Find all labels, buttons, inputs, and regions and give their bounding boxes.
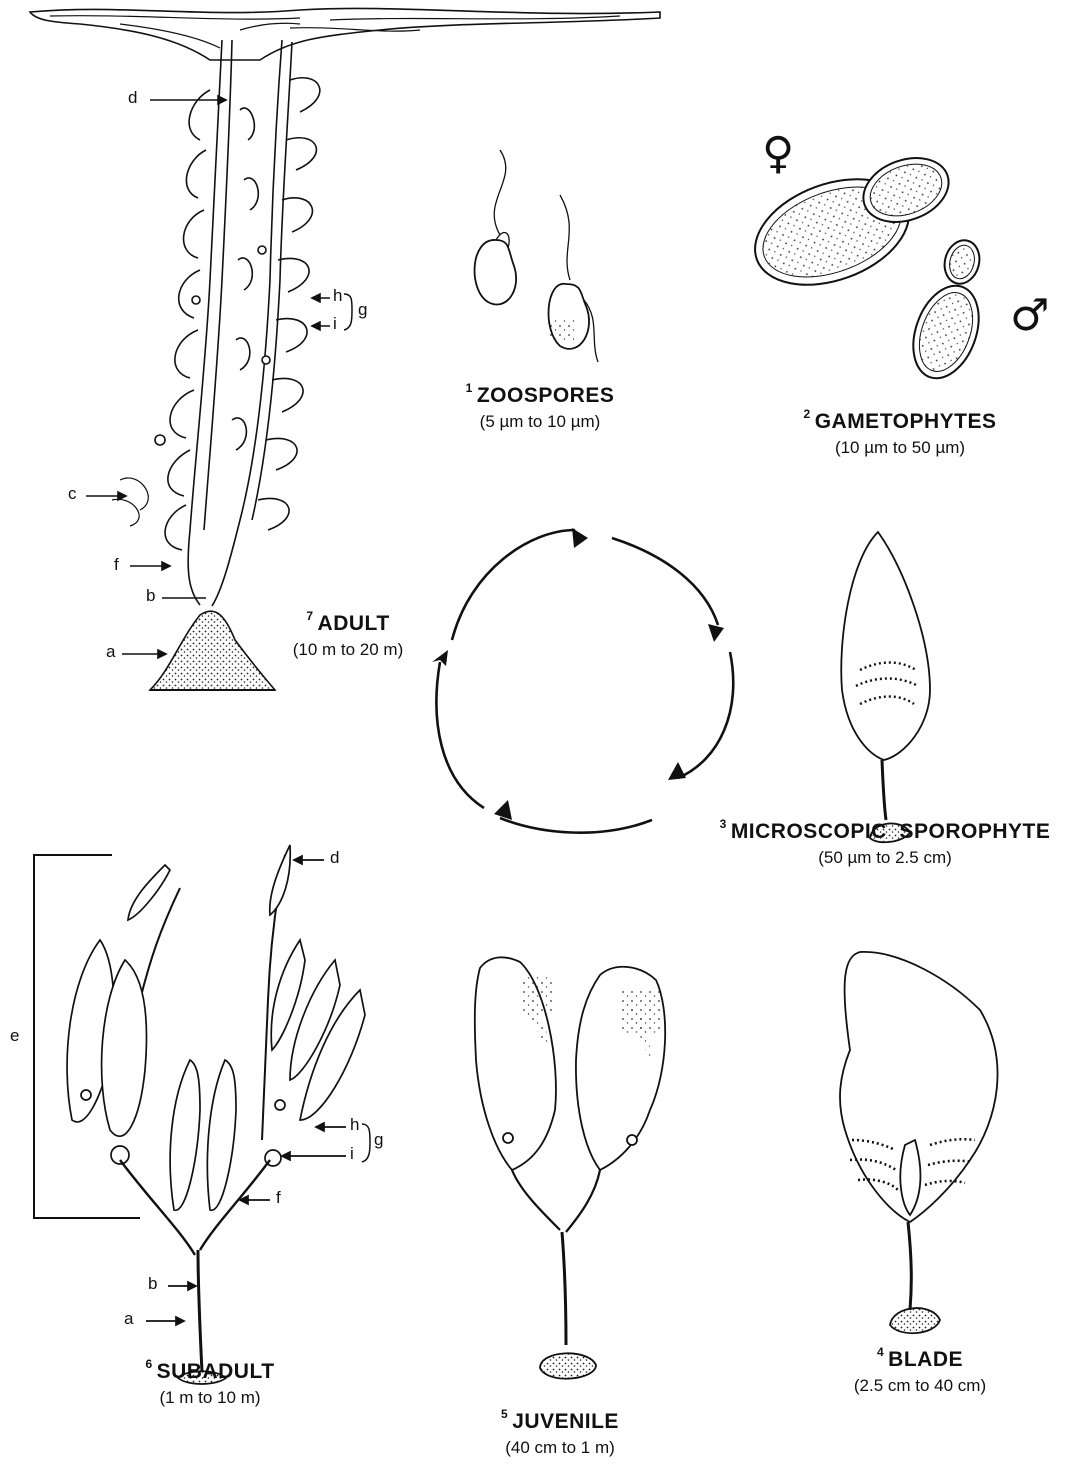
- zoospores-drawing: [475, 150, 598, 362]
- stage-label-juvenile: 5 JUVENILE (40 cm to 1 m): [470, 1410, 650, 1458]
- stage-number: 6: [145, 1357, 152, 1371]
- subadult-part-h: h: [350, 1115, 359, 1135]
- adult-part-i: i: [333, 314, 337, 334]
- stage-number: 3: [720, 817, 727, 831]
- stage-size: (2.5 cm to 40 cm): [820, 1376, 1020, 1396]
- stage-label-adult: 7 ADULT (10 m to 20 m): [268, 612, 428, 660]
- adult-part-b: b: [146, 586, 155, 606]
- stage-label-subadult: 6 SUBADULT (1 m to 10 m): [120, 1360, 300, 1408]
- stage-number: 5: [501, 1407, 508, 1421]
- gametophytes-drawing: [740, 147, 990, 388]
- stage-label-gametophytes: 2 GAMETOPHYTES (10 µm to 50 µm): [770, 410, 1030, 458]
- life-cycle-circle: [432, 528, 733, 833]
- stage-size: (10 m to 20 m): [268, 640, 428, 660]
- subadult-part-d: d: [330, 848, 339, 868]
- subadult-part-b: b: [148, 1274, 157, 1294]
- subadult-part-i: i: [350, 1144, 354, 1164]
- stage-label-blade: 4 BLADE (2.5 cm to 40 cm): [820, 1348, 1020, 1396]
- stage-name: MICROSCOPIC SPOROPHYTE: [731, 820, 1051, 843]
- subadult-drawing: [34, 845, 370, 1384]
- stage-name: BLADE: [888, 1348, 963, 1371]
- stage-size: (10 µm to 50 µm): [770, 438, 1030, 458]
- female-symbol-icon: ♀: [762, 128, 794, 179]
- adult-part-f: f: [114, 555, 119, 575]
- subadult-part-g: g: [374, 1130, 383, 1150]
- subadult-part-e: e: [10, 1026, 19, 1046]
- stage-name: GAMETOPHYTES: [815, 410, 997, 433]
- adult-part-c: c: [68, 484, 77, 504]
- adult-part-h: h: [333, 286, 342, 306]
- stage-number: 7: [306, 609, 313, 623]
- stage-name: SUBADULT: [157, 1360, 275, 1383]
- stage-number: 2: [804, 407, 811, 421]
- microscopic-sporophyte-drawing: [841, 532, 930, 842]
- stage-number: 4: [877, 1345, 884, 1359]
- adult-part-g: g: [358, 300, 367, 320]
- juvenile-drawing: [475, 957, 665, 1378]
- stage-label-zoospores: 1 ZOOSPORES (5 µm to 10 µm): [430, 384, 650, 432]
- stage-name: JUVENILE: [512, 1410, 619, 1433]
- stage-size: (1 m to 10 m): [120, 1388, 300, 1408]
- subadult-part-f: f: [276, 1188, 281, 1208]
- subadult-part-a: a: [124, 1309, 133, 1329]
- stage-size: (40 cm to 1 m): [470, 1438, 650, 1458]
- male-symbol-icon: ♂: [1010, 290, 1049, 341]
- stage-name: ADULT: [318, 612, 390, 635]
- stage-name: ZOOSPORES: [477, 384, 615, 407]
- stage-size: (50 µm to 2.5 cm): [690, 848, 1080, 868]
- adult-part-d: d: [128, 88, 137, 108]
- stage-size: (5 µm to 10 µm): [430, 412, 650, 432]
- stage-label-microscopic-sporophyte: 3 MICROSCOPIC SPOROPHYTE (50 µm to 2.5 cm…: [690, 820, 1080, 868]
- stage-number: 1: [466, 381, 473, 395]
- blade-drawing: [840, 952, 998, 1333]
- adult-part-a: a: [106, 642, 115, 662]
